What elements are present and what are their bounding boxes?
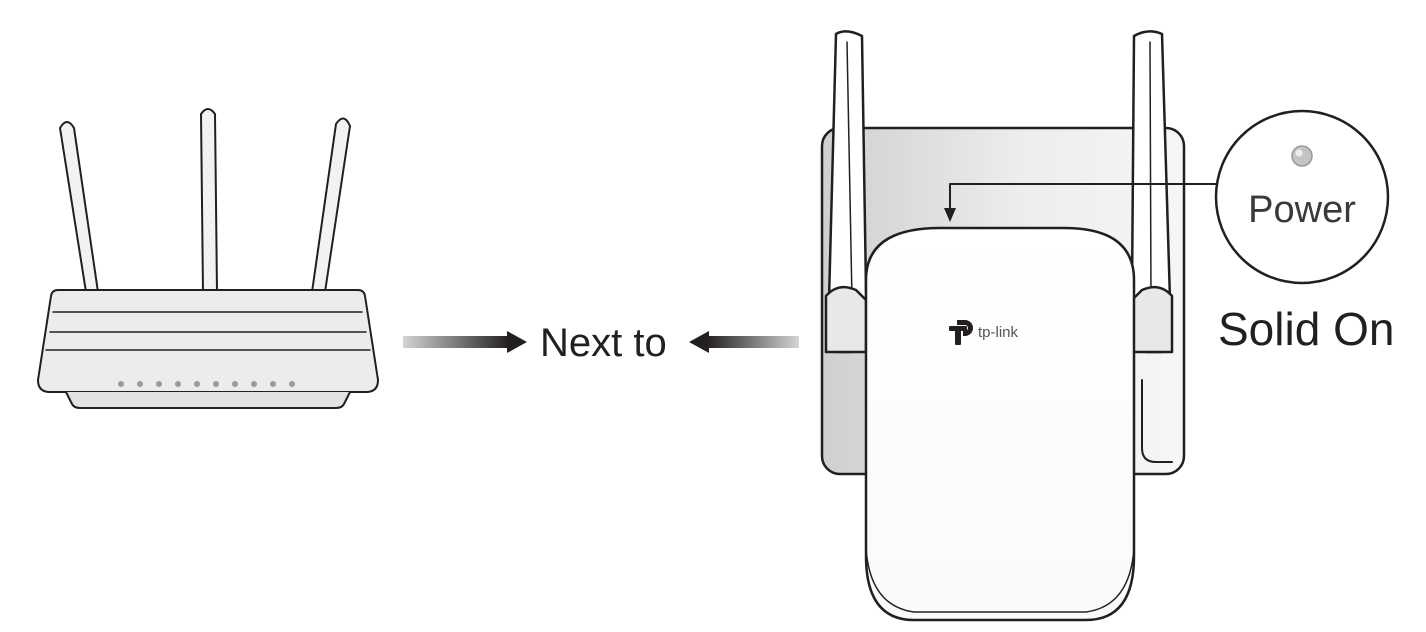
led-status-label: Solid On <box>1218 303 1394 355</box>
callout-line <box>949 183 1219 211</box>
arrow-left <box>689 331 799 353</box>
extender-front-panel <box>864 226 1136 622</box>
power-led-callout: Power <box>1214 109 1390 285</box>
router-antenna-left <box>59 121 99 293</box>
extender-hinge-right <box>1130 285 1174 354</box>
relation-label: Next to <box>540 321 667 365</box>
power-led-label: Power <box>1248 189 1356 231</box>
extender-hinge-left <box>824 285 868 354</box>
callout-arrowhead <box>944 208 956 222</box>
arrow-right <box>403 331 527 353</box>
router-base <box>65 391 351 409</box>
tp-link-logo: tp-link <box>949 320 1019 345</box>
brand-label: tp-link <box>978 324 1019 341</box>
router-illustration <box>37 108 379 409</box>
router-status-leds <box>118 381 295 387</box>
range-extender-illustration <box>820 30 1219 622</box>
callout-bubble <box>1214 109 1390 285</box>
router-body <box>37 289 379 393</box>
router-antenna-right <box>311 117 351 293</box>
router-antenna-middle <box>200 108 218 293</box>
power-led-indicator <box>1291 145 1313 167</box>
